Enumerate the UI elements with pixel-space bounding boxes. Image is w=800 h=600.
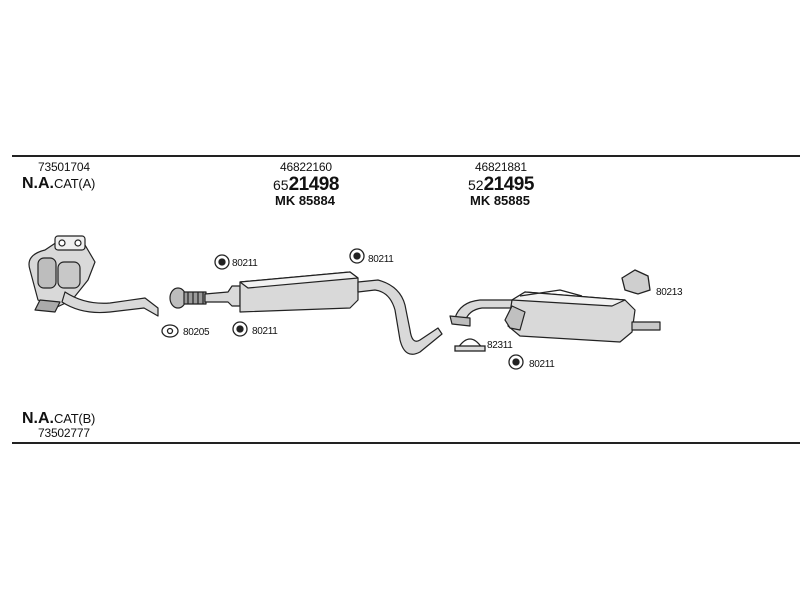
callout-label: 80205 — [183, 327, 210, 338]
rear-oe-number: 46821881 — [475, 160, 527, 174]
catalytic-converter — [28, 235, 96, 313]
rubber-mount-icon — [232, 321, 248, 337]
bracket-icon — [621, 269, 651, 295]
front-pipe — [61, 291, 159, 317]
variant-a-part-number: 73501704 — [38, 160, 90, 174]
rubber-mount-icon — [214, 254, 230, 270]
rubber-mount-icon — [508, 354, 524, 370]
variant-a-label-rest: CAT(A) — [54, 176, 96, 191]
top-divider — [12, 155, 800, 157]
middle-silencer — [204, 271, 443, 355]
rear-silencer — [449, 289, 661, 343]
middle-part-num: 21498 — [288, 174, 340, 195]
middle-part-prefix: 65 — [273, 177, 289, 193]
clamp-icon — [454, 338, 486, 352]
callout-label: 80211 — [232, 258, 258, 269]
callout-label: 80213 — [656, 287, 683, 298]
variant-b-label-rest: CAT(B) — [54, 411, 96, 426]
middle-mk-number: MK 85884 — [275, 193, 335, 208]
variant-b-label-bold: N.A. — [22, 410, 54, 427]
bottom-divider — [12, 442, 800, 444]
rear-mk-number: MK 85885 — [470, 193, 530, 208]
gasket-icon — [161, 324, 179, 338]
middle-part-number: 6521498 — [273, 174, 339, 196]
callout-label: 80211 — [529, 359, 555, 370]
callout-label: 80211 — [252, 326, 278, 337]
flex-connector — [169, 287, 207, 309]
variant-a-label: N.A.CAT(A) — [22, 175, 95, 193]
variant-a-label-bold: N.A. — [22, 175, 54, 192]
rear-part-number: 5221495 — [468, 174, 534, 196]
rear-part-prefix: 52 — [468, 177, 484, 193]
callout-label: 82311 — [487, 340, 513, 351]
rubber-mount-icon — [349, 248, 365, 264]
callout-label: 80211 — [368, 254, 394, 265]
rear-part-num: 21495 — [483, 174, 535, 195]
middle-oe-number: 46822160 — [280, 160, 332, 174]
variant-b-label: N.A.CAT(B) — [22, 410, 95, 428]
variant-b-part-number: 73502777 — [38, 426, 90, 440]
